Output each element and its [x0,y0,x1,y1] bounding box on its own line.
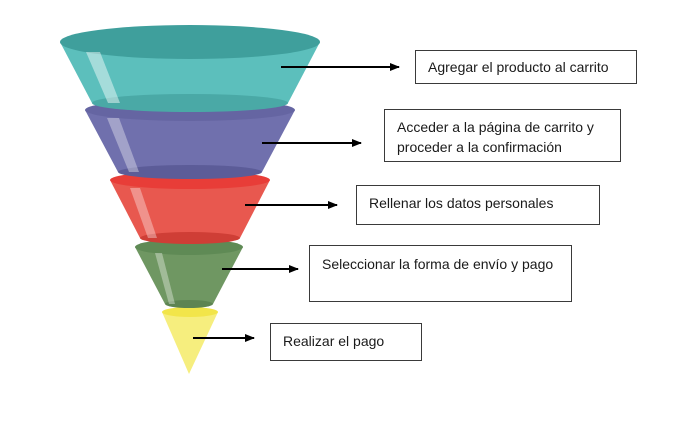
step-2-label: Acceder a la página de carrito y procede… [384,109,621,162]
funnel-layer-5 [162,307,218,374]
step-4-label: Seleccionar la forma de envío y pago [309,245,572,302]
funnel-layer-1 [60,25,320,112]
step-3-label: Rellenar los datos personales [356,185,600,225]
step-5-label: Realizar el pago [270,323,422,361]
step-1-label: Agregar el producto al carrito [415,50,637,84]
funnel-layer-4 [135,239,243,308]
funnel-layer-3 [110,171,270,244]
